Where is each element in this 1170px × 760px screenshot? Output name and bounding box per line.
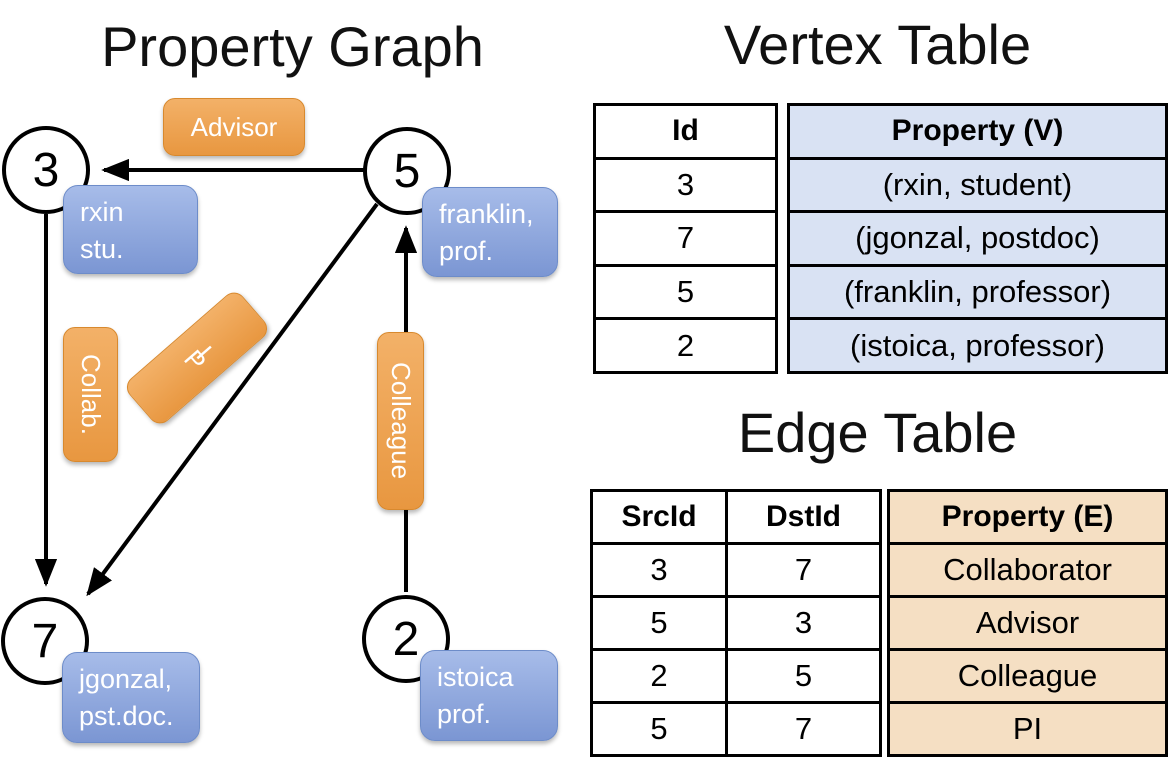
vertex-table-property-column: Property (V) (rxin, student) (jgonzal, p…: [787, 103, 1168, 374]
vertex-prop-line: franklin,: [439, 199, 534, 229]
vertex-prop-line: istoica: [437, 662, 514, 692]
table-row: 2 5: [593, 648, 879, 701]
table-cell: 5: [596, 263, 775, 318]
edge-label-text: Collab.: [76, 354, 106, 435]
node-id: 5: [393, 144, 421, 198]
table-cell: 5: [593, 598, 728, 648]
vertex-prop-line: prof.: [439, 236, 494, 267]
vertex-property-header: Property (V): [891, 114, 1064, 148]
table-cell: 2: [593, 651, 728, 701]
table-cell: (jgonzal, postdoc): [790, 210, 1165, 264]
table-cell: (istoica, professor): [790, 317, 1165, 371]
table-cell: Collaborator: [890, 542, 1165, 595]
edge-label-collab: Collab.: [63, 327, 118, 462]
edge-table-title: Edge Table: [737, 401, 1018, 464]
graph-node-2: 2: [362, 595, 450, 683]
edge-table-property-column: Property (E) Collaborator Advisor Collea…: [887, 489, 1168, 757]
table-cell: 3: [596, 156, 775, 211]
table-cell: Advisor: [890, 595, 1165, 648]
vertex-prop-line: jgonzal,: [79, 664, 173, 694]
vertex-property-box-7: jgonzal, pst.doc.: [62, 652, 200, 743]
table-row: 5 3: [593, 595, 879, 648]
edge-label-text: Colleague: [386, 362, 416, 480]
edge-table-id-columns: SrcId DstId 3 7 5 3 2 5 5 7: [590, 489, 882, 757]
vertex-table-id-column: Id 3 7 5 2: [593, 103, 778, 374]
table-row: 3 7: [593, 542, 879, 595]
node-id: 2: [392, 612, 420, 666]
table-cell: 7: [794, 711, 813, 746]
srcid-header: SrcId: [593, 492, 728, 542]
property-graph-title: Property Graph: [101, 15, 484, 78]
table-cell: 2: [596, 317, 775, 371]
edge-label-text: Advisor: [190, 111, 278, 142]
table-cell: (franklin, professor): [790, 263, 1165, 318]
vertex-prop-line: pst.doc.: [79, 701, 174, 732]
table-cell: (rxin, student): [790, 156, 1165, 211]
table-row: 5 7: [593, 701, 879, 754]
vertex-prop-line: prof.: [437, 699, 492, 730]
vertex-prop-line: rxin: [80, 197, 124, 227]
vertex-prop-line: stu.: [80, 234, 124, 265]
node-id: 7: [31, 614, 59, 668]
vertex-property-box-5: franklin, prof.: [422, 187, 558, 277]
edge-label-colleague: Colleague: [377, 332, 424, 510]
table-cell: 7: [596, 210, 775, 264]
node-id: 3: [32, 143, 60, 197]
vertex-id-header: Id: [672, 114, 699, 148]
edge-pi-arrow: [86, 202, 379, 597]
vertex-property-box-3: rxin stu.: [63, 185, 198, 274]
table-cell: 3: [593, 545, 728, 595]
table-cell: Colleague: [890, 648, 1165, 701]
table-cell: 3: [794, 605, 813, 640]
dstid-header: DstId: [766, 500, 841, 533]
table-cell: 5: [593, 704, 728, 754]
vertex-table-title: Vertex Table: [723, 13, 1032, 76]
edge-property-header: Property (E): [941, 500, 1114, 533]
graph-node-5: 5: [363, 127, 451, 215]
vertex-property-box-2: istoica prof.: [420, 650, 558, 741]
table-cell: 5: [794, 658, 813, 693]
edge-label-advisor: Advisor: [163, 98, 305, 156]
table-header-row: SrcId DstId: [593, 492, 879, 542]
table-cell: PI: [890, 701, 1165, 754]
table-cell: 7: [794, 552, 813, 587]
